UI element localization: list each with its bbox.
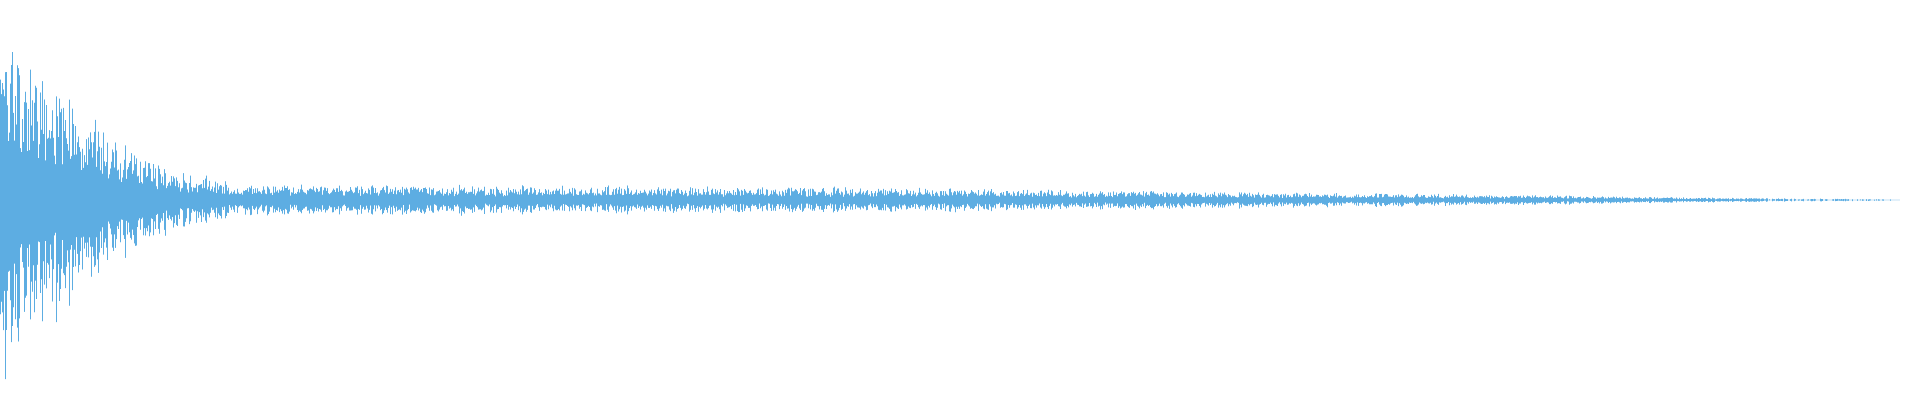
waveform-bars xyxy=(0,51,1891,380)
waveform-path xyxy=(0,51,1891,380)
